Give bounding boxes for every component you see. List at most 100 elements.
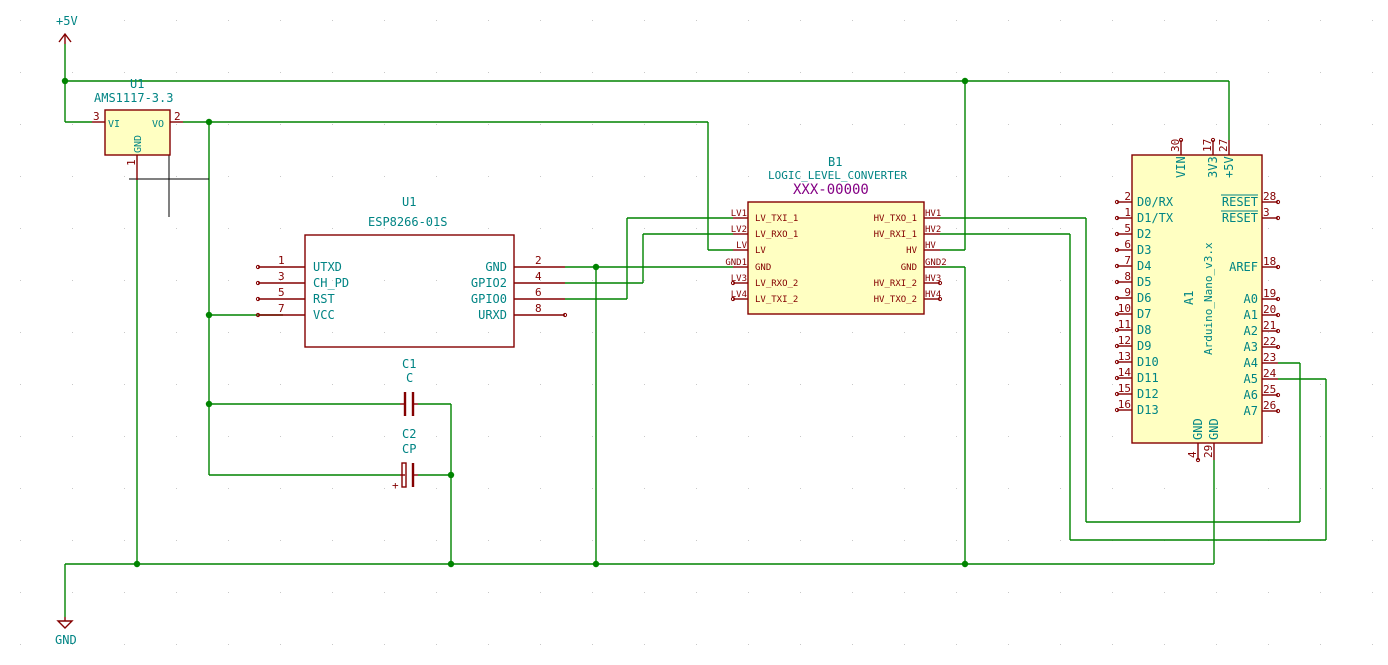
regulator-pin-num-1: 1 — [125, 159, 138, 166]
llc-pin-end — [937, 296, 943, 302]
power-5v-symbol: +5V — [56, 14, 78, 44]
nano-pin-name-right: AREF — [1229, 260, 1258, 274]
nano-pin-num-22: 22 — [1263, 335, 1276, 348]
nano-pin-end — [1114, 199, 1120, 205]
nano-pin-name-right: A1 — [1244, 308, 1258, 322]
nano-pin-end — [1210, 137, 1216, 143]
esp-pin-num-3: 3 — [278, 270, 285, 283]
nano-pin-end — [1114, 343, 1120, 349]
esp-pin-name-gpio0: GPIO0 — [471, 292, 507, 306]
nano-pin-end — [1114, 375, 1120, 381]
nano-pin-end — [1275, 392, 1281, 398]
nano-pin-num-23: 23 — [1263, 351, 1276, 364]
nano-pin-end — [1114, 407, 1120, 413]
llc-pin-name-left: LV_TXI_2 — [755, 295, 798, 305]
nano-pin-name-bottom: GND — [1191, 418, 1205, 440]
nano-pin-name-left: D4 — [1137, 259, 1151, 273]
cap-c1-ref: C1 — [402, 357, 416, 371]
nano-pin-num-21: 21 — [1263, 319, 1276, 332]
nano-pin-name-bottom: GND — [1207, 418, 1221, 440]
nano-pin-end — [1114, 295, 1120, 301]
regulator-pin-num-3: 3 — [93, 110, 100, 123]
esp-pin-end — [562, 312, 568, 318]
nano-pin-name-top: VIN — [1174, 156, 1188, 178]
llc-pin-name-right: HV_TXO_1 — [874, 214, 917, 224]
nano-pin-name-right: RESET — [1222, 211, 1258, 225]
llc-pin-num-hv: HV — [925, 241, 936, 251]
llc-pin-num-lv4: LV4 — [731, 290, 747, 300]
nano-pin-num-28: 28 — [1263, 190, 1276, 203]
nano-pin-end — [1114, 247, 1120, 253]
nano-pin-name-left: D13 — [1137, 403, 1159, 417]
esp-pin-num-6: 6 — [535, 286, 542, 299]
nano-pin-num-4: 4 — [1186, 451, 1199, 458]
nano-pin-name-left: D8 — [1137, 323, 1151, 337]
llc-pin-end — [730, 280, 736, 286]
nano-pin-end — [1114, 215, 1120, 221]
nano-pin-name-left: D7 — [1137, 307, 1151, 321]
llc-pin-name-right: HV — [906, 246, 917, 256]
nano-pin-num-3: 3 — [1263, 206, 1270, 219]
nano-pin-num-17: 17 — [1201, 139, 1214, 152]
nano-pin-name-right: A5 — [1244, 372, 1258, 386]
llc-pin-end — [937, 280, 943, 286]
nano-pin-name-right: A6 — [1244, 388, 1258, 402]
regulator-pin-num-2: 2 — [174, 110, 181, 123]
nano-pin-num-13: 13 — [1118, 350, 1131, 363]
nano-pin-end — [1275, 199, 1281, 205]
nano-pin-end — [1275, 296, 1281, 302]
nano-pin-end — [1275, 215, 1281, 221]
regulator-ams1117: U1 AMS1117-3.3 VI VO GND 3 2 1 — [92, 77, 183, 180]
llc-pin-num-lv2: LV2 — [731, 225, 747, 235]
llc-pin-name-right: HV_TXO_2 — [874, 295, 917, 305]
esp-pin-num-8: 8 — [535, 302, 542, 315]
esp-value: ESP8266-01S — [368, 215, 447, 229]
llc-pin-num-hv3: HV3 — [925, 274, 941, 284]
esp-pin-end — [255, 264, 261, 270]
nano-pin-name-left: D12 — [1137, 387, 1159, 401]
nano-pin-end — [1195, 457, 1201, 463]
cap-c1-value: C — [406, 371, 413, 385]
nano-pin-end — [1275, 264, 1281, 270]
regulator-pin-vo: VO — [152, 119, 164, 130]
nano-pin-end — [1275, 328, 1281, 334]
nano-pin-name-left: D2 — [1137, 227, 1151, 241]
nano-pin-name-left: D11 — [1137, 371, 1159, 385]
power-5v-label: +5V — [56, 14, 78, 28]
nano-pin-name-left: D5 — [1137, 275, 1151, 289]
nano-pin-num-24: 24 — [1263, 367, 1277, 380]
nano-pin-num-11: 11 — [1118, 318, 1131, 331]
nano-pin-name-left: D10 — [1137, 355, 1159, 369]
nano-pin-end — [1275, 408, 1281, 414]
esp-pin-name-gnd: GND — [485, 260, 507, 274]
llc-pin-name-right: HV_RXI_1 — [874, 230, 917, 240]
nano-pin-end — [1114, 311, 1120, 317]
nano-pin-name-left: D1/TX — [1137, 211, 1174, 225]
esp-pin-name-urxd: URXD — [478, 308, 507, 322]
capacitor-c2: + C2 CP — [392, 427, 418, 492]
nano-pin-name-right: A0 — [1244, 292, 1258, 306]
nano-pin-end — [1114, 231, 1120, 237]
esp-pin-num-1: 1 — [278, 254, 285, 267]
nano-pin-num-26: 26 — [1263, 399, 1276, 412]
llc-pin-name-left: LV — [755, 246, 766, 256]
llc-ref: B1 — [828, 155, 842, 169]
nano-pin-name-right: A4 — [1244, 356, 1258, 370]
nano-pin-num-5: 5 — [1124, 222, 1131, 235]
nano-pin-end — [1275, 344, 1281, 350]
nano-pin-name-right: A2 — [1244, 324, 1258, 338]
power-gnd-symbol: GND — [55, 617, 77, 647]
llc-pin-name-left: LV_TXI_1 — [755, 214, 798, 224]
llc-pin-name-left: GND — [755, 263, 771, 273]
esp-pin-num-5: 5 — [278, 286, 285, 299]
llc-pin-name-left: LV_RXO_2 — [755, 279, 798, 289]
llc-pin-num-hv2: HV2 — [925, 225, 941, 235]
esp-pin-num-4: 4 — [535, 270, 542, 283]
power-gnd-label: GND — [55, 633, 77, 647]
llc-pin-num-hv4: HV4 — [925, 290, 941, 300]
esp-pin-end — [255, 280, 261, 286]
nano-value: Arduino_Nano_v3.x — [1202, 242, 1215, 355]
esp-pin-name-vcc: VCC — [313, 308, 335, 322]
